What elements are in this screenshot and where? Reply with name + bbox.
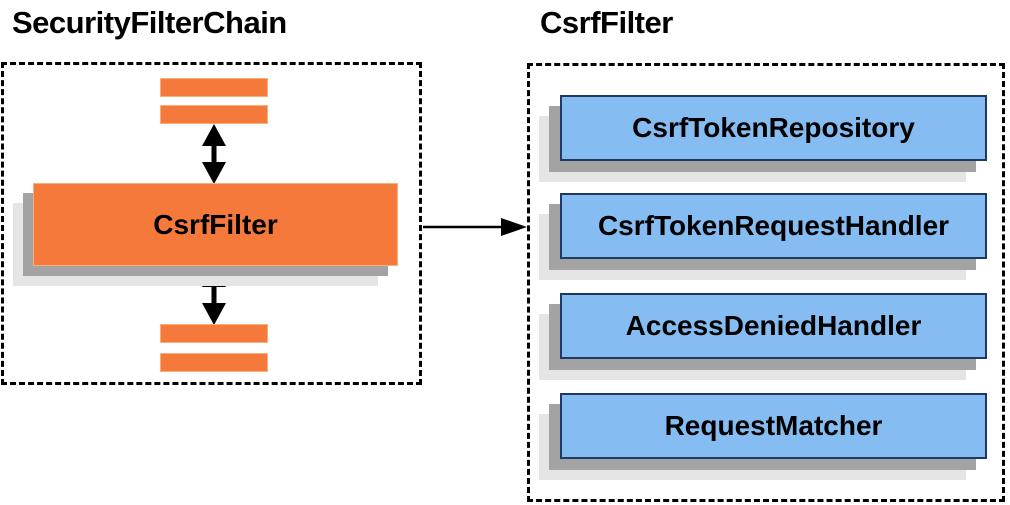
- bidirectional-arrow-icon: [202, 124, 226, 184]
- request-matcher-label: RequestMatcher: [560, 393, 987, 459]
- filter-stub-bar: [160, 105, 268, 124]
- csrf-token-repository-card: CsrfTokenRepository: [539, 95, 987, 182]
- filter-stub-bar: [160, 324, 268, 343]
- csrf-filter-container: [527, 63, 1005, 502]
- csrf-token-request-handler-card: CsrfTokenRequestHandler: [539, 193, 987, 280]
- access-denied-handler-label: AccessDeniedHandler: [560, 293, 987, 359]
- security-filter-chain-title: SecurityFilterChain: [12, 5, 287, 40]
- csrf-token-request-handler-label: CsrfTokenRequestHandler: [560, 193, 987, 259]
- filter-stub-bar: [160, 78, 268, 97]
- security-filter-chain-container: [1, 62, 422, 385]
- request-matcher-card: RequestMatcher: [539, 393, 987, 480]
- csrf-filter-card: CsrfFilter: [13, 183, 398, 286]
- filter-stub-bar: [160, 353, 268, 372]
- access-denied-handler-card: AccessDeniedHandler: [539, 293, 987, 380]
- csrf-filter-title: CsrfFilter: [540, 5, 673, 40]
- csrf-token-repository-label: CsrfTokenRepository: [560, 95, 987, 161]
- flow-arrow-icon: [423, 218, 527, 236]
- csrf-filter-card-label: CsrfFilter: [33, 183, 398, 266]
